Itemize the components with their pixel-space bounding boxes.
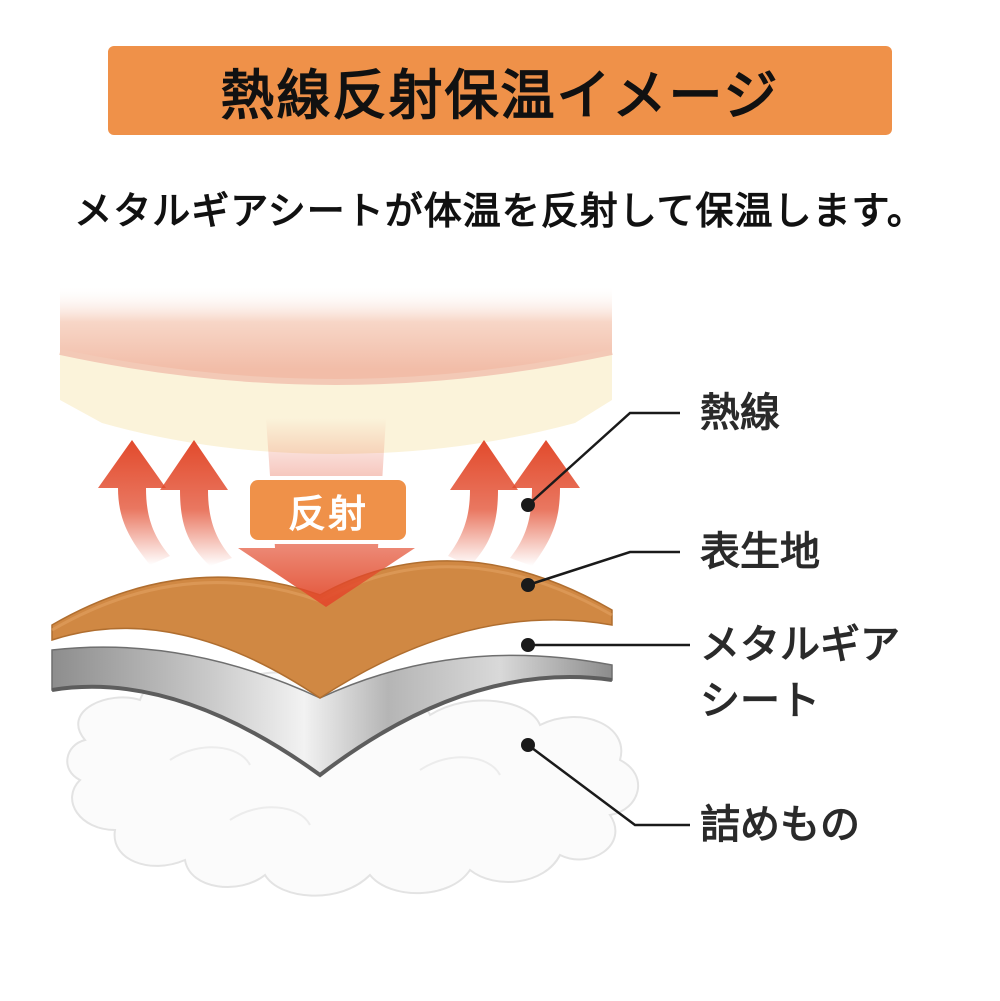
body-illustration xyxy=(59,285,613,454)
label-heat-ray: 熱線 xyxy=(700,390,780,436)
leader-lines xyxy=(527,411,690,827)
filling-shadow xyxy=(169,746,501,826)
heat-ray-arrows xyxy=(98,440,580,566)
reflection-badge: 反射 xyxy=(250,480,406,540)
label-metal-gear-sheet-line2: シート xyxy=(700,678,820,724)
label-outer-fabric: 表生地 xyxy=(700,529,820,575)
leader-dots xyxy=(521,498,535,752)
subtitle: メタルギアシートが体温を反射して保温します。 xyxy=(74,189,926,233)
reflection-badge-label: 反射 xyxy=(287,491,368,536)
label-filling: 詰めもの xyxy=(700,802,860,848)
filling-cloud xyxy=(66,671,639,897)
title-banner: 熱線反射保温イメージ xyxy=(108,46,892,135)
metal-gear-sheet xyxy=(51,646,613,778)
page-title: 熱線反射保温イメージ xyxy=(220,64,780,127)
label-metal-gear-sheet-line1: メタルギア xyxy=(700,622,900,668)
